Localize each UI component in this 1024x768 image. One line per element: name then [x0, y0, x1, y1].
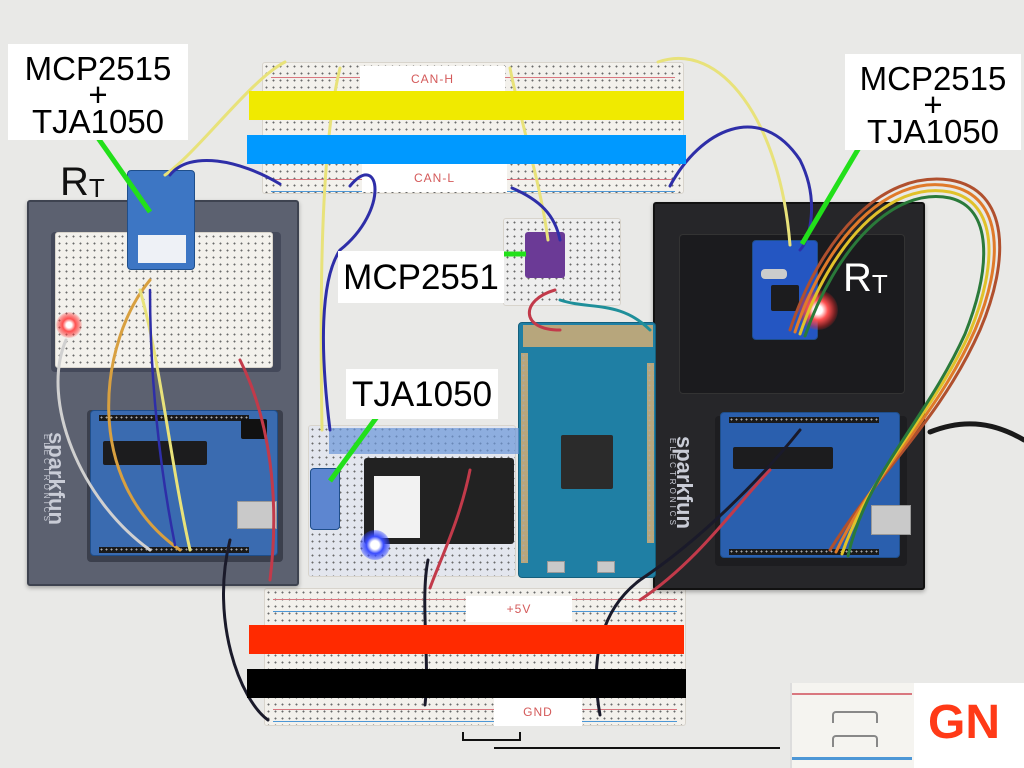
pin-header — [729, 417, 879, 423]
proto-shield — [523, 325, 653, 347]
usb-port — [597, 561, 615, 573]
label-line1: MCP2515 — [859, 60, 1007, 97]
rt-sub: T — [871, 269, 888, 299]
label-plus: + — [923, 86, 943, 123]
label-line3: TJA1050 — [31, 102, 165, 140]
sparkfun-sub: ELECTRONICS — [668, 438, 677, 528]
mcp2551-text: MCP2551 — [343, 258, 499, 297]
gnd-label: GND — [494, 698, 582, 726]
tja1050-module — [310, 468, 340, 530]
power-bar — [249, 625, 684, 654]
inset-gnd-text: GN — [928, 696, 1000, 749]
arduino-due — [518, 322, 656, 578]
pin-header — [521, 353, 528, 563]
mcp2551-label: MCP2551 — [338, 251, 504, 303]
pin-header — [729, 549, 879, 555]
pin-header — [99, 415, 249, 421]
can-h-label: CAN-H — [360, 66, 505, 92]
rf-shield — [374, 476, 420, 538]
sam3x-chip — [561, 435, 613, 489]
usb-port — [547, 561, 565, 573]
power-jack — [241, 419, 267, 439]
chip — [771, 285, 799, 311]
pin-header — [647, 363, 654, 543]
left-termination-resistor-label: RT — [60, 162, 105, 202]
jumper-wire — [832, 735, 878, 747]
bracket-marker — [462, 732, 521, 741]
usb-port — [871, 505, 911, 535]
chip — [103, 441, 207, 465]
ground-bar — [247, 669, 686, 698]
label-line3: TJA1050 — [866, 112, 1000, 150]
rail-line — [792, 693, 912, 695]
module-sticker — [138, 235, 186, 263]
rail-line — [273, 721, 677, 722]
ground-jumper-inset: GN — [790, 683, 1024, 768]
rt-main: R — [60, 160, 89, 204]
rail-line — [792, 757, 912, 760]
usb-cable — [927, 421, 1024, 443]
right-termination-resistor-label: RT — [843, 258, 888, 298]
right-module-label: MCP2515 + TJA1050 — [845, 54, 1021, 150]
crystal — [761, 269, 787, 279]
can-low-bar — [247, 135, 686, 164]
rt-sub: T — [88, 173, 105, 203]
usb-port — [237, 501, 277, 529]
label-line1: MCP2515 — [24, 50, 172, 87]
tape-strip — [329, 428, 519, 454]
left-module-label: MCP2515 + TJA1050 — [8, 44, 188, 140]
chip — [733, 447, 833, 469]
inset-label-bg — [914, 683, 1024, 768]
pin-header — [99, 547, 249, 553]
mcp2551-module — [525, 232, 565, 278]
sparkfun-sub: ELECTRONICS — [42, 434, 51, 524]
left-mcp2515-module — [127, 170, 195, 270]
tja1050-label: TJA1050 — [346, 369, 498, 419]
blue-led — [360, 530, 390, 560]
rt-main: R — [843, 256, 872, 300]
right-arduino-uno — [720, 412, 911, 558]
plus-5v-label: +5V — [466, 596, 572, 622]
left-arduino-uno — [90, 410, 278, 556]
esp32-module — [364, 458, 514, 544]
can-l-label: CAN-L — [362, 164, 507, 192]
tja1050-text: TJA1050 — [351, 375, 493, 414]
rail-line — [273, 709, 677, 710]
right-red-led — [798, 290, 838, 330]
can-high-bar — [249, 91, 684, 120]
label-plus: + — [88, 76, 108, 113]
jumper-wire — [832, 711, 878, 723]
left-red-led — [56, 312, 82, 338]
